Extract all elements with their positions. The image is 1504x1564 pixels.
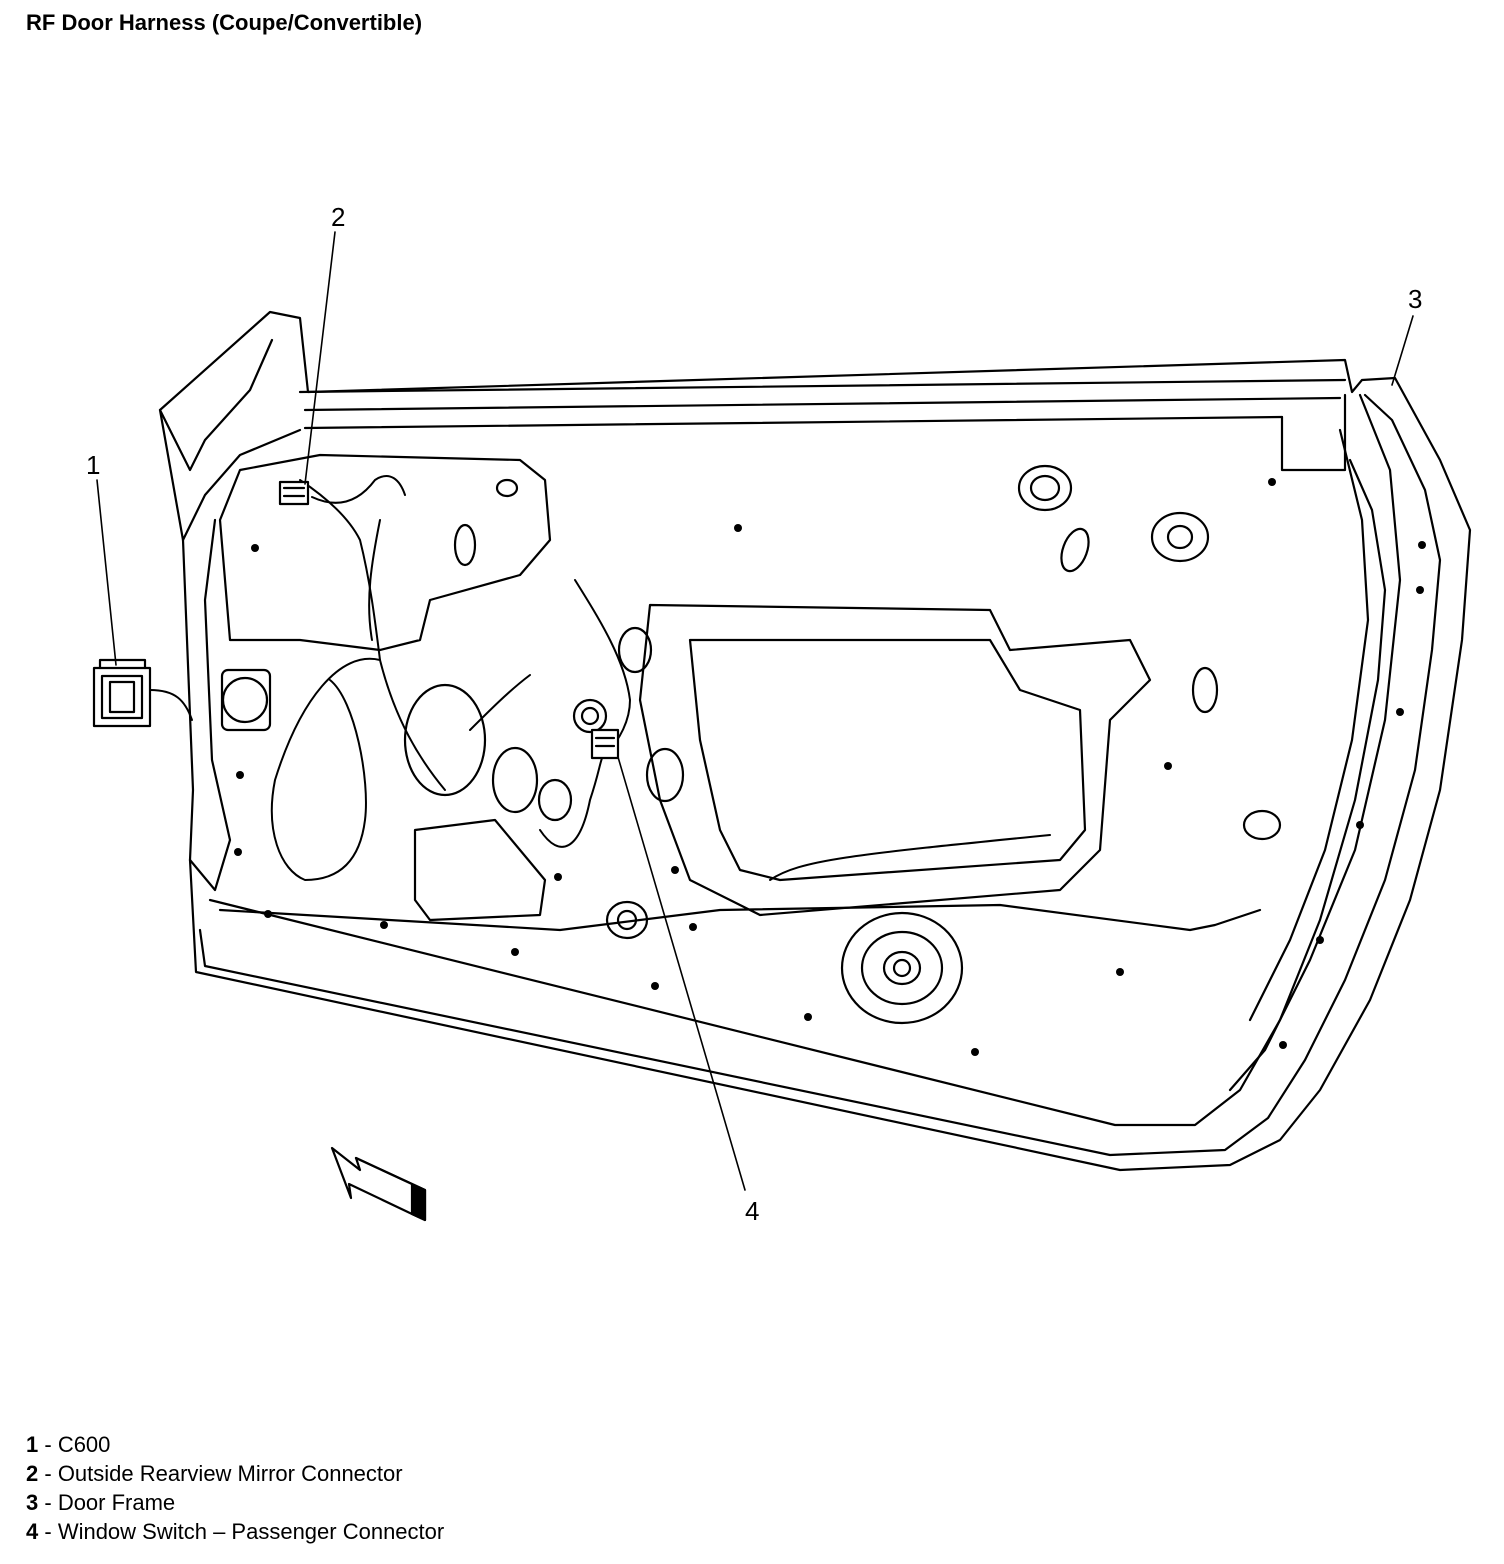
mirror-connector — [278, 480, 310, 506]
legend-text: Door Frame — [57, 1490, 176, 1515]
legend-number: 2 — [26, 1461, 39, 1486]
inner-panel — [218, 453, 1426, 1056]
page-title: RF Door Harness (Coupe/Convertible) — [26, 10, 423, 35]
callout-leaders — [96, 231, 1414, 1191]
legend: 1 - C600 2 - Outside Rearview Mirror Con… — [26, 1430, 444, 1546]
legend-separator: - — [38, 1432, 58, 1457]
legend-separator: - — [38, 1490, 58, 1515]
legend-text: Outside Rearview Mirror Connector — [57, 1461, 403, 1486]
wiring-harness — [149, 475, 1051, 881]
legend-item-1: 1 - C600 — [26, 1430, 444, 1459]
callout-3: 3 — [1408, 284, 1422, 314]
legend-separator: - — [38, 1461, 58, 1486]
legend-item-2: 2 - Outside Rearview Mirror Connector — [26, 1459, 444, 1488]
window-switch-connector — [590, 728, 620, 760]
legend-separator: - — [38, 1519, 58, 1544]
callout-4: 4 — [745, 1196, 759, 1226]
legend-item-4: 4 - Window Switch – Passenger Connector — [26, 1517, 444, 1546]
legend-text: Window Switch – Passenger Connector — [57, 1519, 445, 1544]
legend-number: 3 — [26, 1490, 39, 1515]
forward-arrow-icon — [330, 1146, 427, 1222]
legend-item-3: 3 - Door Frame — [26, 1488, 444, 1517]
callout-2: 2 — [331, 202, 345, 232]
legend-number: 1 — [26, 1432, 39, 1457]
door-frame — [158, 310, 1472, 1172]
c600-connector — [92, 658, 152, 728]
legend-number: 4 — [26, 1519, 39, 1544]
legend-text: C600 — [57, 1432, 111, 1457]
callout-1: 1 — [86, 450, 100, 480]
